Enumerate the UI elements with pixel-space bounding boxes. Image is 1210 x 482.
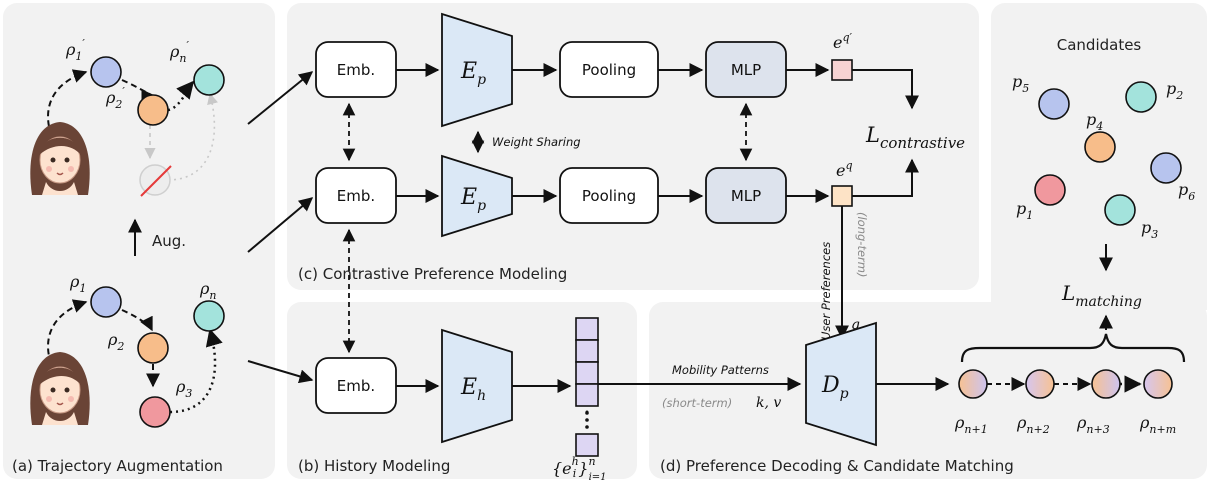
kv-label: k, v xyxy=(756,395,781,411)
node-aug-removed xyxy=(139,164,171,196)
encoder-eh xyxy=(441,328,513,444)
user-preferences-label: User Preferences xyxy=(819,242,833,340)
node-out-2 xyxy=(1025,369,1055,399)
panel-d-bg xyxy=(649,302,1207,479)
label-out-3: ρn+3 xyxy=(1076,413,1110,436)
cand-p4 xyxy=(1084,131,1116,163)
augmented-trajectory xyxy=(47,56,225,197)
candidates-title: Candidates xyxy=(1057,36,1142,54)
pooling-label-1: Pooling xyxy=(582,61,636,79)
label-out-4: ρn+m xyxy=(1139,413,1176,436)
cand-p5 xyxy=(1038,88,1070,120)
label-rho1: ρ1 xyxy=(69,272,86,295)
loss-matching: Lmatching xyxy=(1061,281,1142,310)
node-out-3 xyxy=(1091,369,1121,399)
panel-b-caption: (b) History Modeling xyxy=(298,457,450,475)
label-p4: p4 xyxy=(1086,110,1103,133)
history-vectors xyxy=(575,317,599,457)
label-p2: p2 xyxy=(1166,79,1183,102)
node-rho2 xyxy=(137,332,169,364)
edge-eq-to-loss xyxy=(852,158,919,197)
panel-a-caption: (a) Trajectory Augmentation xyxy=(12,457,223,475)
label-p6: p6 xyxy=(1178,180,1195,203)
edge-orig-to-emb2 xyxy=(247,197,314,253)
label-aug-rhon: ρn′ xyxy=(169,39,190,65)
panel-d-extension xyxy=(991,270,1207,310)
output-brace xyxy=(960,333,1186,363)
node-out-1 xyxy=(958,369,988,399)
vector-eq-prime xyxy=(831,59,853,81)
emb-label-1: Emb. xyxy=(337,61,375,79)
node-aug-rhon xyxy=(193,64,225,96)
q-label: q xyxy=(851,317,860,333)
weight-sharing-label: Weight Sharing xyxy=(492,135,581,149)
label-eq-prime: eq′ xyxy=(833,31,853,52)
label-p5: p5 xyxy=(1012,72,1029,95)
label-rho2: ρ2 xyxy=(107,330,124,353)
original-trajectory xyxy=(47,286,225,428)
mlp-label-2: MLP xyxy=(731,187,761,205)
decoder-dp-label: Dp xyxy=(821,373,849,402)
label-rho3: ρ3 xyxy=(175,377,192,400)
decoder-dp xyxy=(805,321,877,447)
cand-p6 xyxy=(1150,152,1182,184)
label-p3: p3 xyxy=(1141,218,1158,241)
label-p1: p1 xyxy=(1016,199,1033,222)
encoder-ep-1-label: Ep xyxy=(460,59,486,88)
emb-label-2: Emb. xyxy=(337,187,375,205)
output-sequence xyxy=(958,369,1173,399)
user-avatar-icon xyxy=(30,122,90,195)
label-eq: eq xyxy=(836,159,853,180)
candidate-nodes xyxy=(1034,81,1182,226)
node-rhon xyxy=(193,300,225,332)
vector-eq xyxy=(831,185,853,207)
node-rho1 xyxy=(90,286,122,318)
label-out-2: ρn+2 xyxy=(1016,413,1050,436)
node-rho3 xyxy=(139,396,171,428)
cand-p2 xyxy=(1125,81,1157,113)
encoder-eh-label: Eh xyxy=(460,375,486,404)
panel-d-caption: (d) Preference Decoding & Candidate Matc… xyxy=(660,457,1014,475)
mobility-patterns-label: Mobility Patterns xyxy=(672,363,769,377)
encoder-ep-1 xyxy=(441,12,513,128)
encoder-ep-2-label: Ep xyxy=(460,185,486,214)
pooling-label-2: Pooling xyxy=(582,187,636,205)
node-aug-rho1 xyxy=(90,56,122,88)
cand-p1 xyxy=(1034,174,1066,206)
node-out-4 xyxy=(1143,369,1173,399)
user-avatar-icon xyxy=(30,352,90,425)
label-rhon: ρn xyxy=(199,279,217,302)
long-term-label: (long-term) xyxy=(855,212,869,277)
emb-label-3: Emb. xyxy=(337,377,375,395)
mlp-label-1: MLP xyxy=(731,61,761,79)
node-aug-rho2 xyxy=(137,94,169,126)
cand-p3 xyxy=(1104,194,1136,226)
encoder-ep-2 xyxy=(441,154,513,238)
edge-orig-to-emb3 xyxy=(247,360,314,384)
aug-label: Aug. xyxy=(152,232,186,250)
removed-mark xyxy=(140,165,172,197)
short-term-label: (short-term) xyxy=(662,396,732,410)
loss-contrastive: Lcontrastive xyxy=(865,123,965,152)
panel-c-caption: (c) Contrastive Preference Modeling xyxy=(298,265,567,283)
edge-aug-to-emb1 xyxy=(247,71,314,125)
label-out-1: ρn+1 xyxy=(954,413,988,436)
label-aug-rho2: ρ2′ xyxy=(105,85,125,111)
label-aug-rho1: ρ1′ xyxy=(65,37,85,63)
edge-eqprime-to-loss xyxy=(852,69,919,110)
